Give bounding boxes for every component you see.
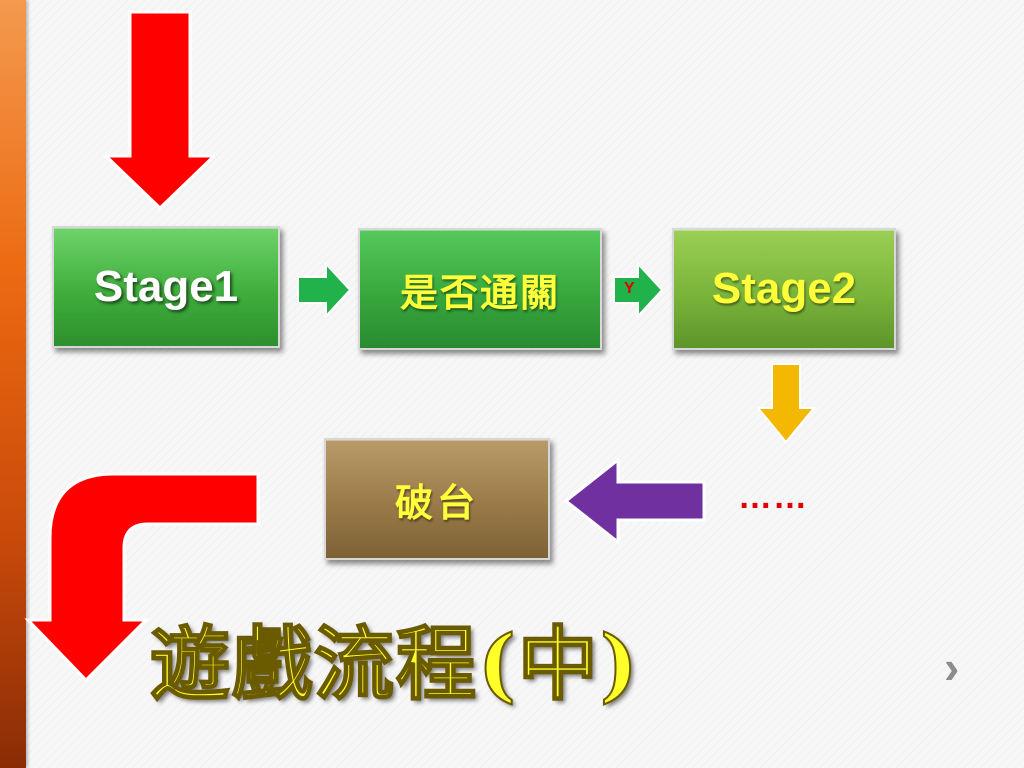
start-arrow [102,10,218,211]
next-slide-icon[interactable]: › [944,641,960,693]
check-cleared-box: 是否通關 [358,228,602,350]
right-arrow-icon [613,261,664,319]
yes-label: Y [624,280,635,297]
stage1-label: Stage1 [93,262,239,311]
page-title: 遊戲流程(中) [149,616,640,712]
bent-arrow [24,472,260,683]
stage2-label: Stage2 [711,264,857,313]
game-cleared-box: 破台 [324,438,550,560]
stage2-box: Stage2 [672,228,896,350]
stage1-box: Stage1 [52,226,280,348]
left-accent-bar [0,0,26,768]
continuation-ellipsis: …… [738,478,808,516]
game-cleared-label: 破台 [394,479,479,525]
left-arrow-icon [563,456,706,546]
right-arrow-icon [297,261,352,319]
check-cleared-label: 是否通關 [399,269,560,315]
down-arrow-icon [755,363,817,444]
